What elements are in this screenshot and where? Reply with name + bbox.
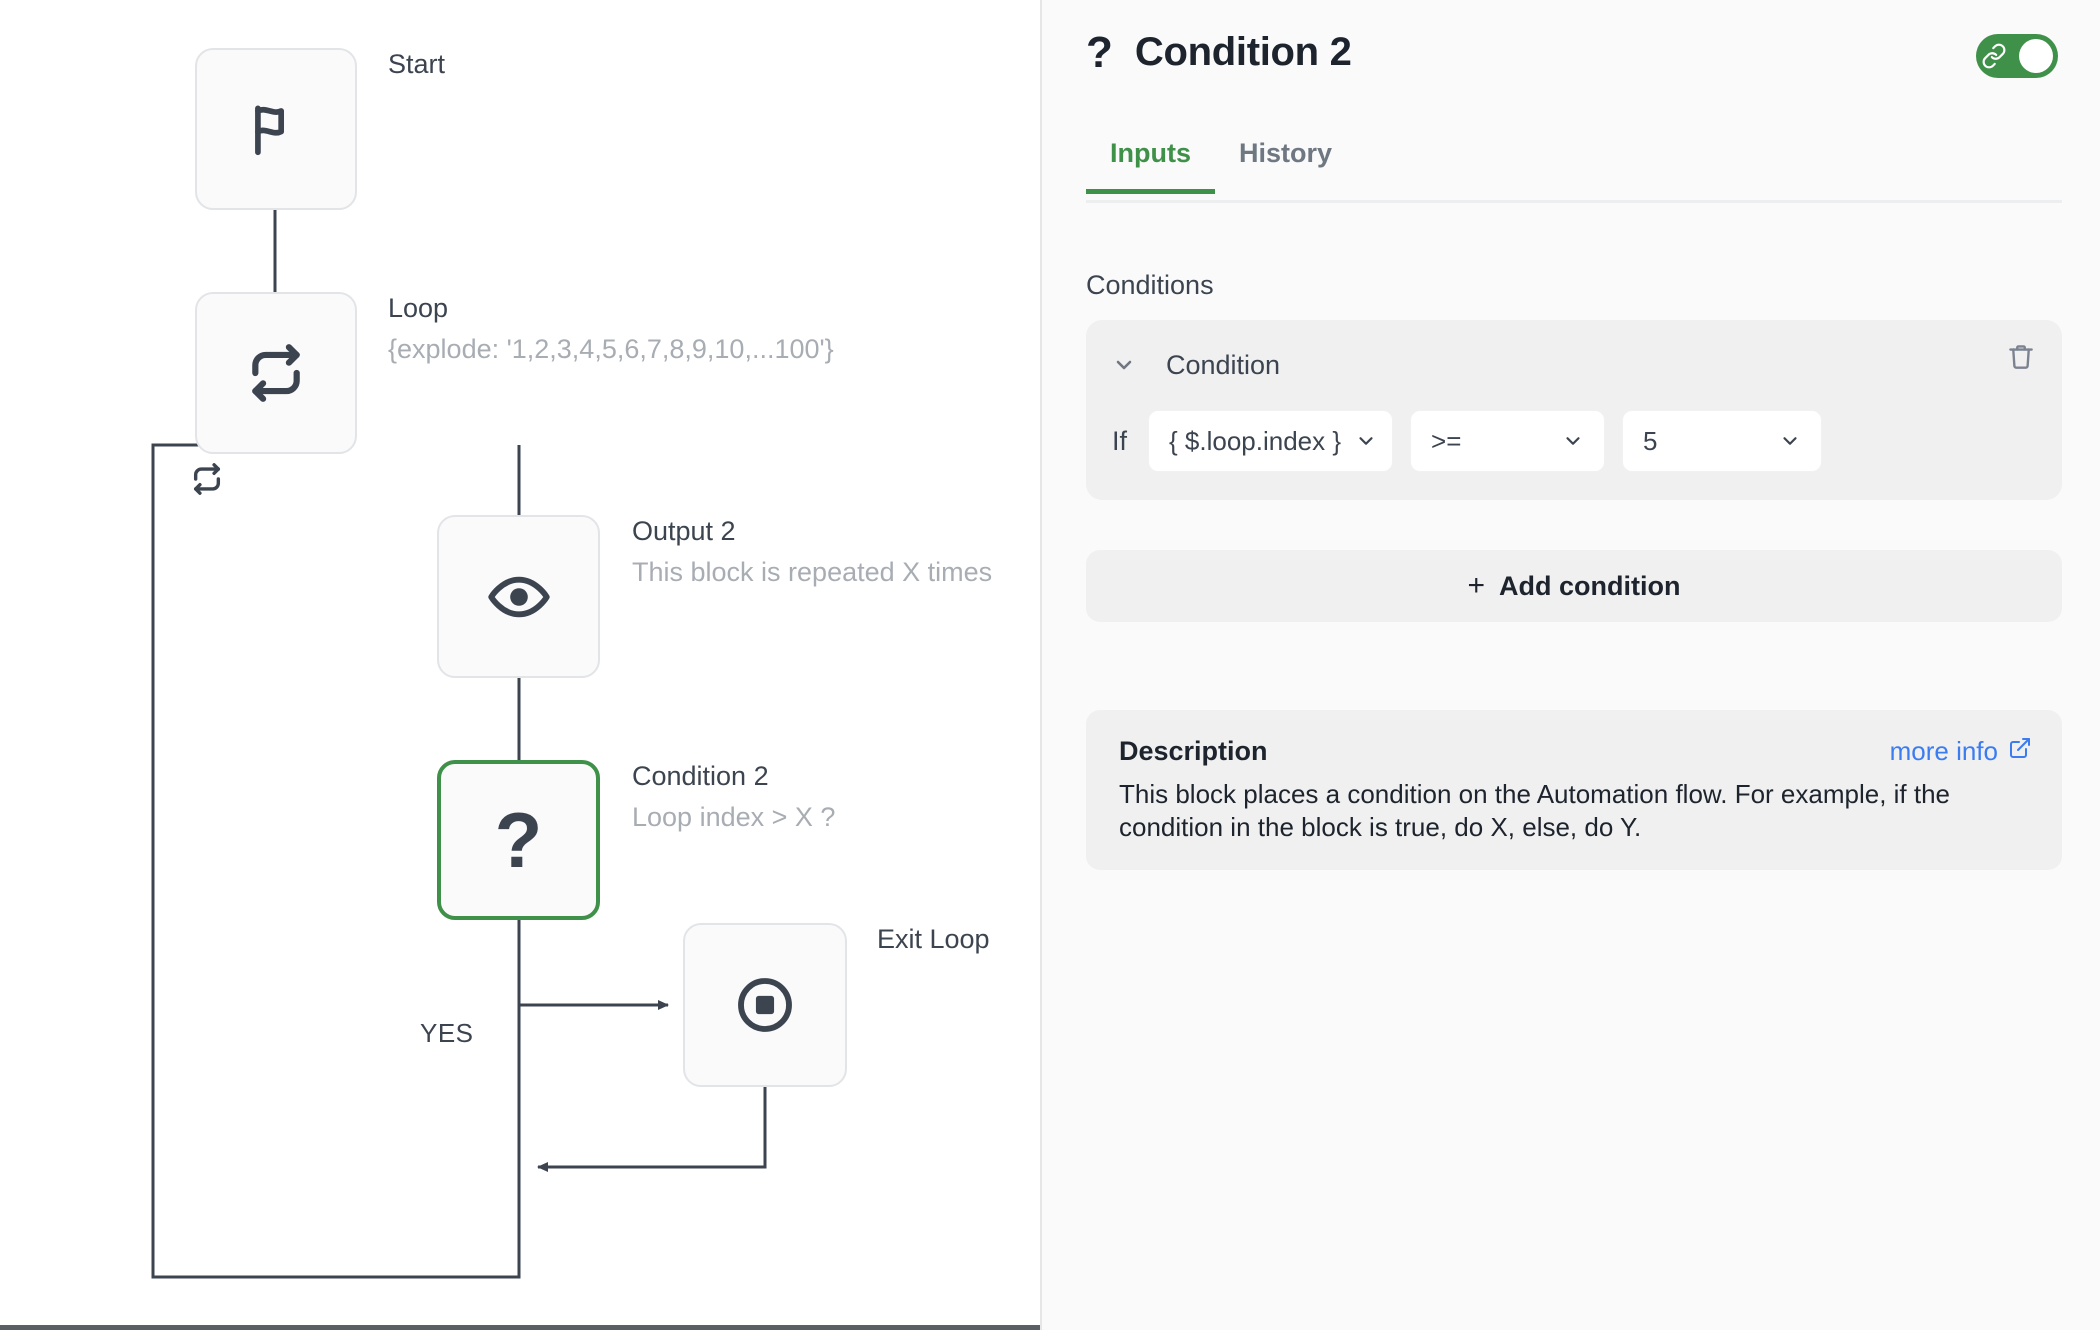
flow-node-output2[interactable] <box>437 515 600 678</box>
flow-node-output2-label: Output 2 <box>632 516 736 546</box>
trash-icon[interactable] <box>2006 342 2036 372</box>
flow-node-start-label: Start <box>388 49 446 79</box>
toggle-knob <box>2019 39 2053 73</box>
more-info-label: more info <box>1889 736 1998 766</box>
chevron-down-icon <box>1355 430 1377 452</box>
flow-node-condition2-sublabel: Loop index > X ? <box>632 802 836 832</box>
add-condition-button[interactable]: + Add condition <box>1086 550 2062 622</box>
add-condition-label: Add condition <box>1499 570 1681 601</box>
panel-title-group: ? Condition 2 <box>1086 30 1352 75</box>
condition-card: Condition If { $.loop.index } <box>1086 320 2062 500</box>
description-card: Description more info This block places … <box>1086 710 2062 870</box>
flow-node-condition2-label: Condition 2 <box>632 761 769 791</box>
plus-icon: + <box>1467 569 1486 602</box>
chevron-down-icon[interactable] <box>1112 353 1136 377</box>
flag-icon <box>245 98 307 160</box>
page-title: Condition 2 <box>1134 30 1352 74</box>
tab-inputs[interactable]: Inputs <box>1086 132 1215 194</box>
external-link-icon <box>2008 736 2032 767</box>
flow-connections <box>151 208 767 1280</box>
inspector-panel: ? Condition 2 Inputs History Conditions <box>1040 0 2100 1330</box>
chain-link-icon <box>1981 43 2007 69</box>
tab-history[interactable]: History <box>1239 138 1333 168</box>
repeat-icon <box>245 342 307 404</box>
condition-card-title: Condition <box>1166 349 1281 380</box>
conditions-section-label: Conditions <box>1086 270 1214 300</box>
edge-label-yes: YES <box>420 1018 474 1048</box>
flow-node-exit-loop[interactable] <box>683 923 847 1087</box>
flow-node-output2-sublabel: This block is repeated X times <box>632 557 993 587</box>
condition-field-value: { $.loop.index } <box>1169 425 1342 456</box>
description-title: Description <box>1119 736 1268 766</box>
flow-node-loop-sublabel: {explode: '1,2,3,4,5,6,7,8,9,10,...100'} <box>388 334 834 364</box>
condition-field-select[interactable]: { $.loop.index } <box>1148 410 1394 472</box>
flow-node-condition2[interactable]: ? <box>437 760 600 920</box>
question-icon: ? <box>1086 27 1113 77</box>
description-body: This block places a condition on the Aut… <box>1119 779 1951 843</box>
if-label: If <box>1112 425 1128 456</box>
more-info-link[interactable]: more info <box>1890 736 2032 767</box>
panel-tabs: Inputs History <box>1086 132 2062 203</box>
condition-card-header: Condition <box>1086 342 2062 388</box>
flow-node-loop[interactable] <box>195 292 357 454</box>
repeat-small-icon <box>190 462 224 501</box>
panel-header: ? Condition 2 <box>1042 0 2100 132</box>
condition-operator-value: >= <box>1431 425 1462 456</box>
condition-value-select[interactable]: 5 <box>1622 410 1823 472</box>
eye-icon <box>487 565 551 629</box>
enable-block-toggle[interactable] <box>1976 34 2058 78</box>
condition-compare-value: 5 <box>1643 425 1658 456</box>
condition-expression-row: If { $.loop.index } >= <box>1112 410 1823 472</box>
flow-node-start[interactable] <box>195 48 357 210</box>
chevron-down-icon <box>1562 430 1584 452</box>
chevron-down-icon <box>1779 430 1801 452</box>
condition-operator-select[interactable]: >= <box>1410 410 1606 472</box>
flow-node-loop-label: Loop <box>388 293 449 323</box>
flow-canvas[interactable]: Start Loop {explode: '1,2,3,4,5,6,7,8,9,… <box>0 0 1040 1330</box>
flow-node-exit-loop-label: Exit Loop <box>877 924 990 954</box>
question-icon: ? <box>494 796 543 884</box>
stop-icon <box>733 973 797 1037</box>
